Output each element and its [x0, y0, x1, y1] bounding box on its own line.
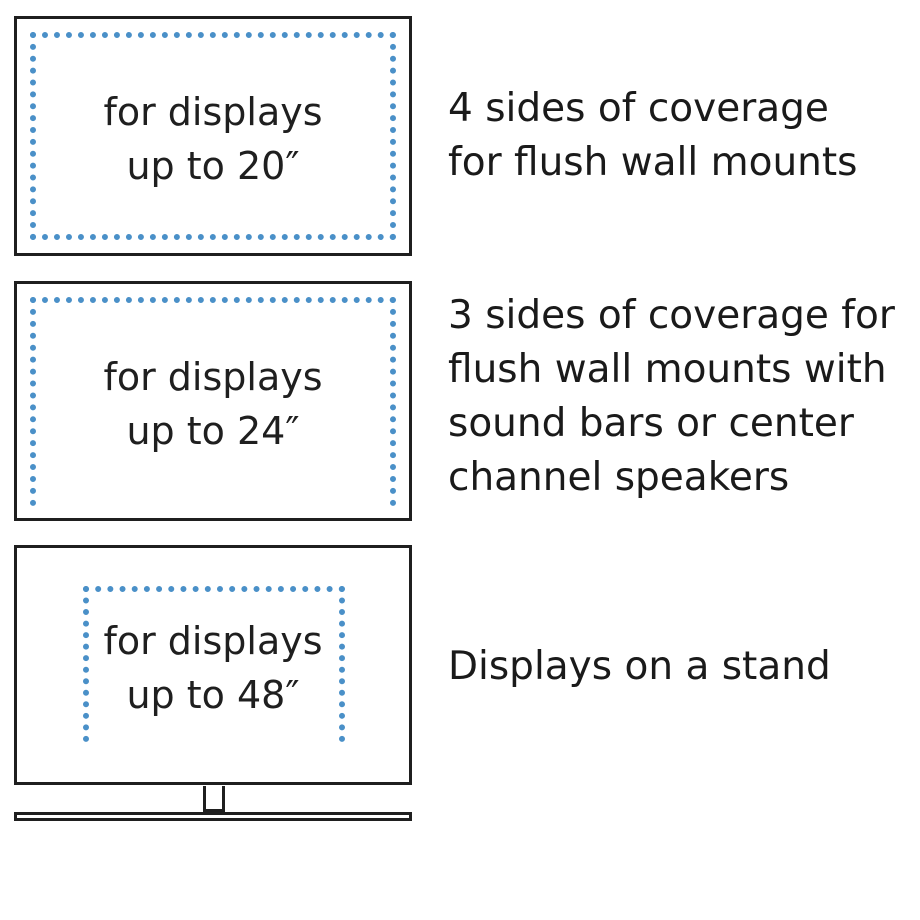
description-line: sound bars or center	[448, 401, 854, 446]
panel-label-20: for displays up to 20″	[17, 85, 409, 193]
coverage-outline-4-sides	[30, 32, 396, 240]
description-line: 3 sides of coverage for	[448, 293, 895, 338]
description-line: channel speakers	[448, 455, 790, 500]
panel-label-line: up to 24″	[126, 409, 300, 453]
panel-label-24: for displays up to 24″	[17, 350, 409, 458]
description-line: for flush wall mounts	[448, 140, 858, 185]
panel-label-48: for displays up to 48″	[17, 614, 409, 722]
panel-label-line: up to 20″	[126, 144, 300, 188]
panel-label-line: for displays	[103, 355, 323, 399]
panel-label-line: up to 48″	[126, 673, 300, 717]
display-stand-neck	[203, 786, 225, 812]
display-panel-20: for displays up to 20″	[14, 16, 412, 256]
panel-label-line: for displays	[103, 619, 323, 663]
description-3-sides: 3 sides of coverage for flush wall mount…	[448, 289, 895, 505]
description-line: 4 sides of coverage	[448, 86, 829, 131]
panel-label-line: for displays	[103, 90, 323, 134]
description-4-sides: 4 sides of coverage for flush wall mount…	[448, 82, 858, 190]
display-panel-24: for displays up to 24″	[14, 281, 412, 521]
description-line: Displays on a stand	[448, 644, 831, 689]
description-stand: Displays on a stand	[448, 640, 831, 694]
description-line: flush wall mounts with	[448, 347, 887, 392]
display-stand-base	[14, 812, 412, 821]
coverage-outline-stand	[83, 586, 345, 742]
display-panel-48: for displays up to 48″	[14, 545, 412, 785]
coverage-outline-3-sides	[30, 297, 396, 506]
